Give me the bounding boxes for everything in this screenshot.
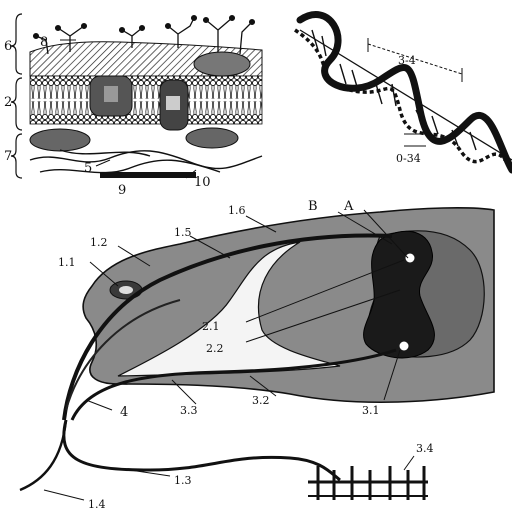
brace-7 bbox=[11, 134, 22, 178]
label-4: 4 bbox=[120, 405, 128, 420]
label-2-1: 2.1 bbox=[202, 320, 220, 333]
brace-6 bbox=[11, 14, 22, 74]
peripheral-protein-top bbox=[194, 52, 250, 76]
label-7: 7 bbox=[4, 149, 12, 164]
label-6: 6 bbox=[4, 39, 12, 54]
label-3-2: 3.2 bbox=[252, 394, 270, 407]
axon-tail bbox=[64, 420, 340, 480]
label-1-3: 1.3 bbox=[174, 474, 192, 487]
integral-protein-1-core bbox=[104, 86, 118, 102]
peripheral-protein-bottom-left bbox=[30, 129, 90, 151]
dna-strand-a bbox=[300, 15, 512, 170]
label-spacing: 0-34 bbox=[396, 152, 421, 165]
dna-panel: 3-4 0-34 bbox=[295, 15, 512, 170]
label-A: A bbox=[343, 199, 354, 214]
label-1-4: 1.4 bbox=[88, 498, 106, 511]
label-5: 5 bbox=[84, 161, 92, 176]
label-pitch: 3-4 bbox=[398, 54, 416, 67]
axon-end bbox=[20, 420, 66, 490]
dna-axis bbox=[300, 30, 512, 160]
label-B: B bbox=[308, 199, 318, 214]
neuron-panel: A B 1.1 1.2 1.3 1.4 1.5 1.6 2.1 2.2 3.1 … bbox=[20, 199, 494, 511]
label-1-2: 1.2 bbox=[90, 236, 108, 249]
label-2-2: 2.2 bbox=[206, 342, 224, 355]
organelle-1-1-core bbox=[119, 286, 133, 294]
nucleolus-bottom bbox=[400, 342, 409, 351]
label-3-3: 3.3 bbox=[180, 404, 198, 417]
microfilament-bar bbox=[100, 172, 196, 178]
label-3-1: 3.1 bbox=[362, 404, 380, 417]
label-8: 8 bbox=[40, 35, 48, 50]
label-3-4: 3.4 bbox=[416, 442, 434, 455]
brace-2 bbox=[11, 78, 22, 130]
label-1-5: 1.5 bbox=[174, 226, 192, 239]
label-9: 9 bbox=[118, 183, 126, 198]
synaptic-comb bbox=[308, 466, 428, 500]
label-1-6: 1.6 bbox=[228, 204, 246, 217]
label-1-1: 1.1 bbox=[58, 256, 76, 269]
lipid-bilayer bbox=[30, 76, 262, 124]
nucleolus-top bbox=[406, 254, 415, 263]
membrane-panel: 6 2 7 8 5 9 10 bbox=[4, 14, 262, 198]
cytoskeleton-filaments bbox=[30, 150, 262, 173]
integral-protein-2-core bbox=[166, 96, 180, 110]
label-10: 10 bbox=[194, 175, 211, 190]
peripheral-protein-bottom-right bbox=[186, 128, 238, 148]
label-2: 2 bbox=[4, 95, 12, 110]
